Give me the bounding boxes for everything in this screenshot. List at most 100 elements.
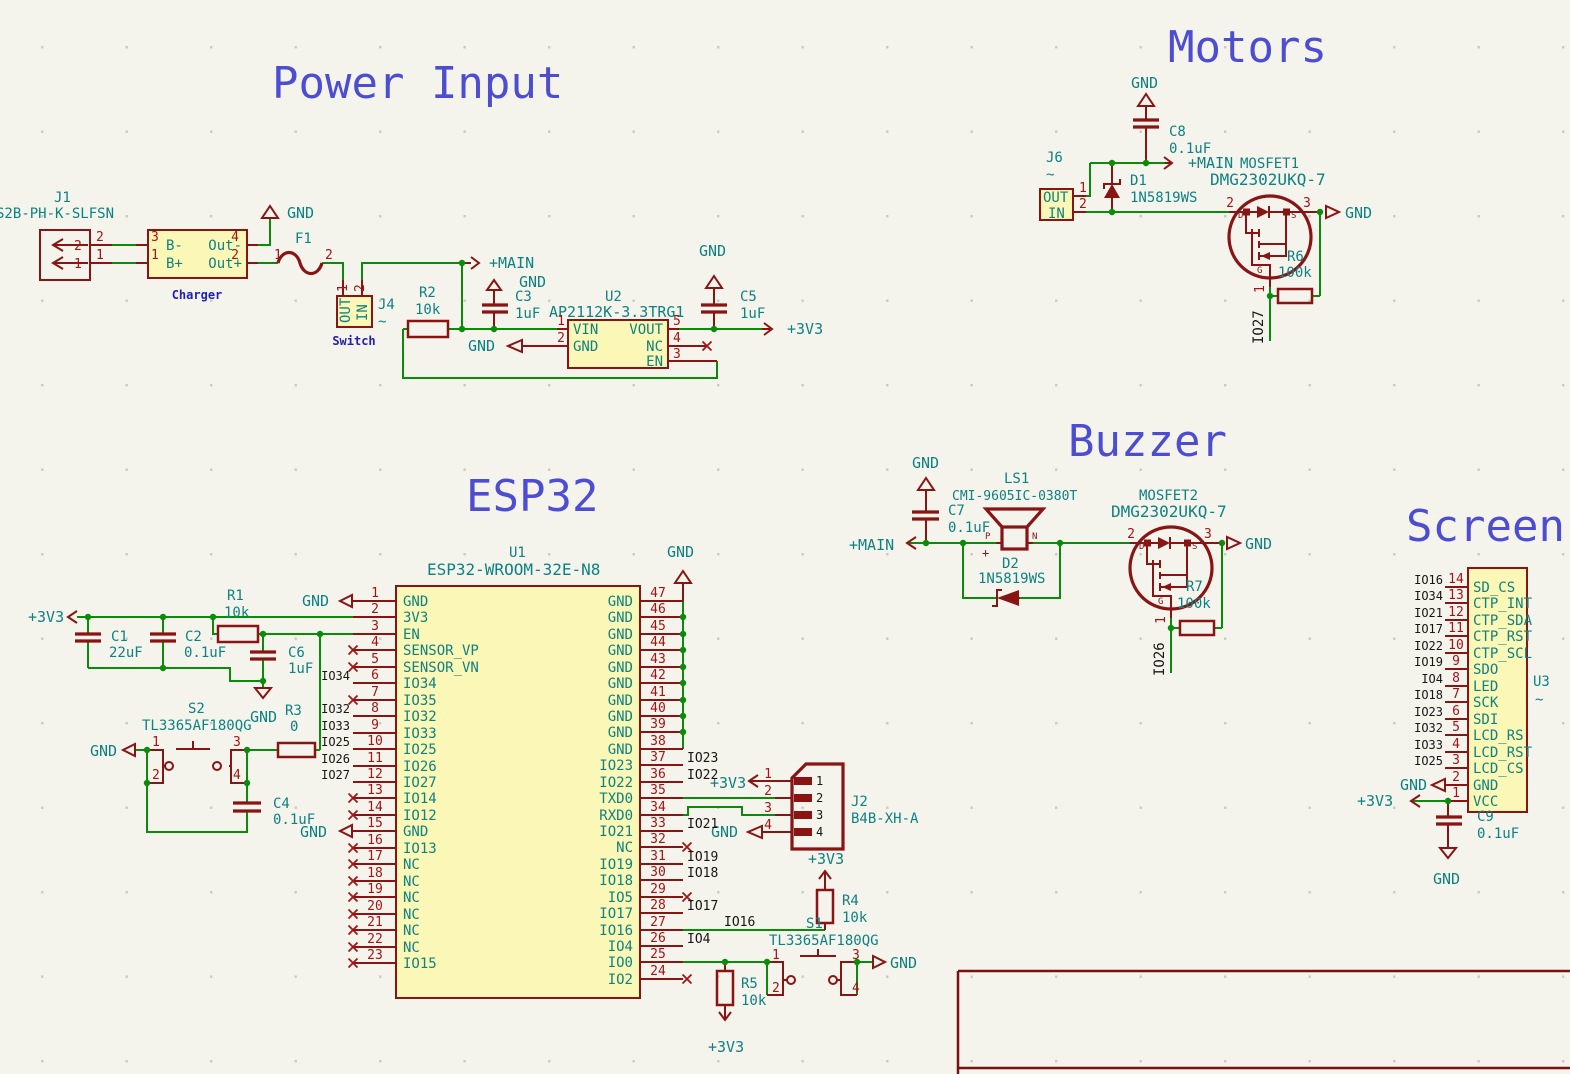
pwr-main[interactable]: +MAIN bbox=[849, 536, 894, 554]
ref-x[interactable]: ~ bbox=[1535, 692, 1543, 708]
pwr-gnd[interactable]: GND bbox=[519, 273, 546, 291]
main-power-flag[interactable] bbox=[1163, 156, 1174, 170]
j4-switch-connector-symbol[interactable] bbox=[336, 280, 373, 328]
c6-capacitor-symbol[interactable] bbox=[250, 650, 276, 661]
main-power-flag[interactable] bbox=[905, 536, 917, 550]
val-tl3365af180qg[interactable]: TL3365AF180QG bbox=[142, 718, 252, 734]
pwr-3v3[interactable]: +3V3 bbox=[710, 774, 746, 792]
ref-c6[interactable]: C6 bbox=[288, 645, 305, 661]
pwr-3v3[interactable]: +3V3 bbox=[1357, 792, 1393, 810]
ref-c7[interactable]: C7 bbox=[948, 503, 965, 519]
val-10k[interactable]: 10k bbox=[224, 605, 250, 621]
j2-connector-symbol[interactable] bbox=[745, 762, 845, 851]
c9-capacitor-symbol[interactable] bbox=[1436, 801, 1462, 860]
val-cmi-9605ic-0380t[interactable]: CMI-9605IC-0380T bbox=[952, 489, 1077, 504]
net-label-io34[interactable]: IO34 bbox=[321, 669, 350, 683]
ref-u3[interactable]: U3 bbox=[1533, 674, 1550, 690]
ref-s1[interactable]: S1 bbox=[806, 916, 823, 932]
ref-x[interactable]: ~ bbox=[378, 314, 386, 330]
net-label-io25[interactable]: IO25 bbox=[321, 735, 350, 749]
u3-screen-connector-symbol[interactable] bbox=[1467, 567, 1528, 813]
net-label-io19[interactable]: IO19 bbox=[1414, 655, 1443, 669]
ref-j6[interactable]: J6 bbox=[1046, 150, 1063, 166]
net-io26[interactable]: IO26 bbox=[1152, 642, 1168, 676]
c7-capacitor-symbol[interactable] bbox=[912, 476, 939, 543]
title-power-input[interactable]: Power Input bbox=[272, 58, 563, 109]
ref-mosfet1[interactable]: MOSFET1 bbox=[1240, 156, 1299, 172]
pwr-gnd[interactable]: GND bbox=[1400, 776, 1427, 794]
c1-capacitor-symbol[interactable] bbox=[75, 632, 101, 643]
fld-charger[interactable]: Charger bbox=[172, 288, 223, 302]
pwr-main[interactable]: +MAIN bbox=[489, 254, 534, 272]
net-label-io26[interactable]: IO26 bbox=[321, 752, 350, 766]
ref-c9[interactable]: C9 bbox=[1477, 809, 1494, 825]
pwr-gnd[interactable]: GND bbox=[300, 823, 327, 841]
ref-r6[interactable]: R6 bbox=[1287, 249, 1304, 265]
val-ap2112k-3-3trg1[interactable]: AP2112K-3.3TRG1 bbox=[549, 303, 684, 321]
ref-r3[interactable]: R3 bbox=[285, 703, 302, 719]
r1-resistor-symbol[interactable] bbox=[216, 624, 260, 644]
charger-module-symbol[interactable] bbox=[136, 229, 258, 279]
fld-switch[interactable]: Switch bbox=[332, 334, 375, 348]
net-label-io32[interactable]: IO32 bbox=[1414, 721, 1443, 735]
net-label-io22[interactable]: IO22 bbox=[687, 768, 718, 783]
net-label-io18[interactable]: IO18 bbox=[1414, 688, 1443, 702]
val-10k[interactable]: 10k bbox=[842, 910, 868, 926]
net-label-io4[interactable]: IO4 bbox=[687, 932, 711, 947]
title-screen[interactable]: Screen bbox=[1406, 501, 1565, 552]
pwr-main[interactable]: +MAIN bbox=[1188, 154, 1233, 172]
ref-c1[interactable]: C1 bbox=[111, 629, 128, 645]
pwr-gnd[interactable]: GND bbox=[890, 954, 917, 972]
title-buzzer[interactable]: Buzzer bbox=[1068, 416, 1227, 467]
pwr-3v3[interactable]: +3V3 bbox=[28, 608, 64, 626]
val-1uf[interactable]: 1uF bbox=[515, 306, 540, 322]
pwr-gnd[interactable]: GND bbox=[699, 242, 726, 260]
r6-resistor-symbol[interactable] bbox=[1276, 287, 1314, 305]
gnd-symbol[interactable] bbox=[252, 687, 274, 700]
net-label-io16[interactable]: IO16 bbox=[1414, 573, 1443, 587]
val-dmg2302ukq-7[interactable]: DMG2302UKQ-7 bbox=[1111, 502, 1227, 521]
val-b4b-xh-a[interactable]: B4B-XH-A bbox=[851, 811, 919, 827]
gnd-flag[interactable] bbox=[1325, 204, 1342, 220]
ref-d2[interactable]: D2 bbox=[1002, 556, 1019, 572]
c8-capacitor-symbol[interactable] bbox=[1133, 92, 1159, 163]
r7-resistor-symbol[interactable] bbox=[1178, 619, 1216, 637]
v33-power-flag[interactable] bbox=[66, 610, 78, 624]
ref-j4[interactable]: J4 bbox=[378, 297, 395, 313]
pwr-gnd[interactable]: GND bbox=[287, 204, 314, 222]
pwr-3v3[interactable]: +3V3 bbox=[808, 850, 844, 868]
r3-resistor-symbol[interactable] bbox=[276, 741, 317, 759]
ref-f1[interactable]: F1 bbox=[295, 231, 312, 247]
net-label-io18[interactable]: IO18 bbox=[687, 866, 718, 881]
pwr-gnd[interactable]: GND bbox=[1131, 74, 1158, 92]
ref-r2[interactable]: R2 bbox=[419, 285, 436, 301]
j1-connector-symbol[interactable] bbox=[39, 229, 112, 281]
val-1uf[interactable]: 1uF bbox=[288, 661, 313, 677]
net-label-io17[interactable]: IO17 bbox=[687, 899, 718, 914]
pwr-gnd[interactable]: GND bbox=[468, 337, 495, 355]
pwr-gnd[interactable]: GND bbox=[1345, 204, 1372, 222]
gnd-flag[interactable] bbox=[120, 742, 136, 758]
r5-resistor-symbol[interactable] bbox=[715, 962, 735, 1022]
net-io16[interactable]: IO16 bbox=[724, 915, 755, 930]
val-0-1uf[interactable]: 0.1uF bbox=[1477, 826, 1519, 842]
ref-c2[interactable]: C2 bbox=[185, 629, 202, 645]
net-label-io34[interactable]: IO34 bbox=[1414, 589, 1443, 603]
ref-j1[interactable]: J1 bbox=[54, 190, 71, 206]
net-label-io23[interactable]: IO23 bbox=[1414, 705, 1443, 719]
net-label-io33[interactable]: IO33 bbox=[1414, 738, 1443, 752]
net-label-io22[interactable]: IO22 bbox=[1414, 639, 1443, 653]
val-esp32-wroom-32e-n8[interactable]: ESP32-WROOM-32E-N8 bbox=[427, 560, 600, 579]
ref-j2[interactable]: J2 bbox=[851, 794, 868, 810]
val-100k[interactable]: 100k bbox=[1278, 265, 1312, 281]
net-label-io33[interactable]: IO33 bbox=[321, 719, 350, 733]
ref-s2[interactable]: S2 bbox=[188, 701, 205, 717]
pwr-gnd[interactable]: GND bbox=[1433, 870, 1460, 888]
net-label-io27[interactable]: IO27 bbox=[321, 768, 350, 782]
ref-s2b-ph-k-slfsn[interactable]: S2B-PH-K-SLFSN bbox=[0, 206, 114, 222]
c4-capacitor-symbol[interactable] bbox=[233, 801, 261, 813]
val-0-1uf[interactable]: 0.1uF bbox=[948, 520, 990, 536]
ref-c3[interactable]: C3 bbox=[515, 289, 532, 305]
f1-fuse-symbol[interactable] bbox=[276, 250, 324, 276]
u1-esp32-symbol[interactable] bbox=[337, 569, 693, 999]
